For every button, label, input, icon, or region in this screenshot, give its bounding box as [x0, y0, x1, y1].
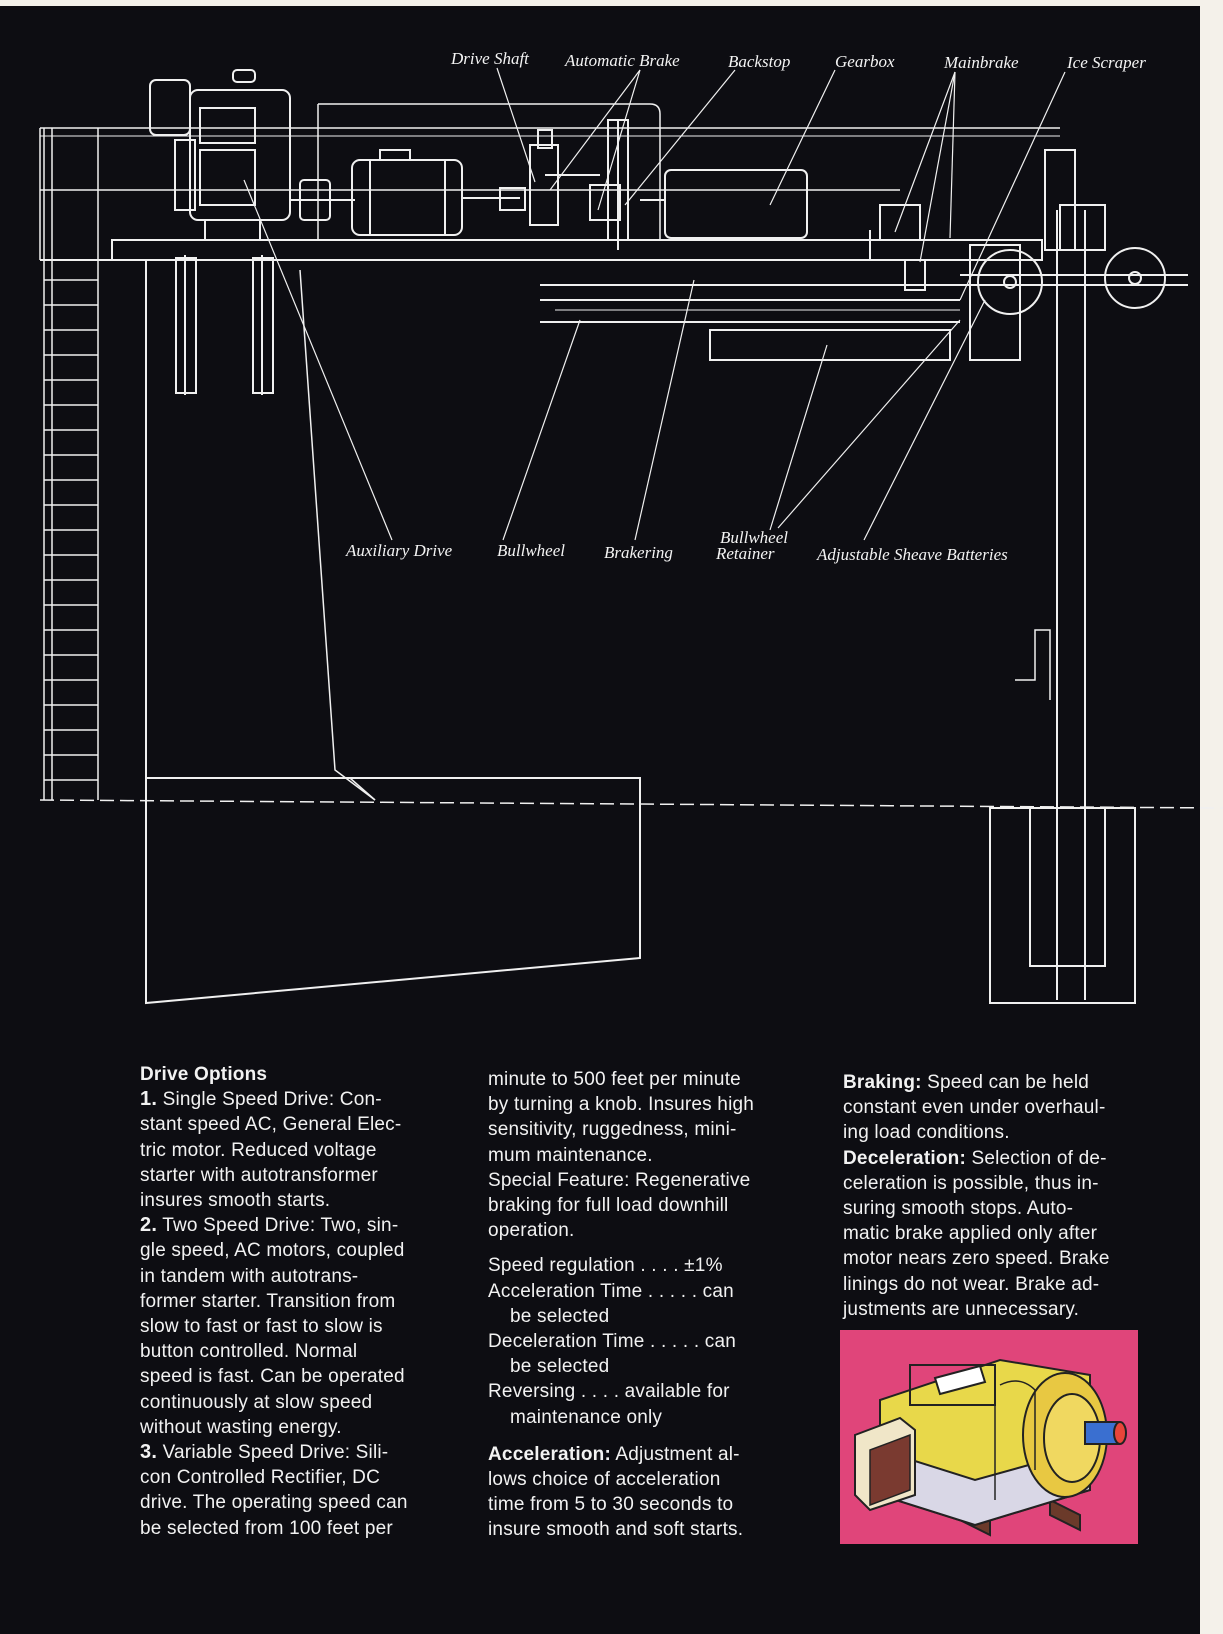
text-line: motor nears zero speed. Brake — [843, 1248, 1110, 1270]
text-line: drive. The operating speed can — [140, 1492, 408, 1514]
label-automatic-brake: Automatic Brake — [564, 51, 680, 70]
automatic-brake — [529, 129, 600, 226]
column-drive-options: Drive Options 1. Single Speed Drive: Con… — [140, 1062, 440, 1541]
text-line: insures smooth starts. — [140, 1190, 331, 1212]
auxiliary-drive-engine — [149, 69, 291, 241]
braking-heading: Braking: — [843, 1072, 922, 1093]
spec-deceleration-time: Deceleration Time . . . . . can — [488, 1331, 737, 1353]
text-line: linings do not wear. Brake ad- — [843, 1273, 1100, 1295]
text-line: gle speed, AC motors, coupled — [140, 1240, 405, 1262]
text-line: suring smooth stops. Auto- — [843, 1198, 1074, 1220]
deceleration-heading: Deceleration: — [843, 1147, 966, 1169]
spec-reversing-cont: maintenance only — [510, 1406, 663, 1428]
text-line: speed is fast. Can be operated — [140, 1366, 405, 1388]
label-backstop: Backstop — [728, 52, 790, 71]
specifications-list: Speed regulation . . . . ±1% Acceleratio… — [488, 1253, 798, 1429]
text-line: slow to fast or fast to slow is — [140, 1316, 383, 1338]
gearbox — [640, 169, 808, 239]
text-line: justments are unnecessary. — [843, 1298, 1080, 1320]
item-number: 1. — [140, 1088, 158, 1111]
motor-illustration — [840, 1330, 1138, 1544]
spec-deceleration-time-cont: be selected — [510, 1356, 610, 1378]
text-line: stant speed AC, General Elec- — [140, 1114, 402, 1136]
text-line: in tandem with autotrans- — [140, 1265, 359, 1287]
lift-drive-diagram: Drive Shaft Automatic Brake Backstop Gea… — [39, 49, 1223, 1005]
drive-options-heading: Drive Options — [140, 1064, 268, 1085]
leader-lines — [243, 67, 1066, 541]
text-line: starter with autotransformer — [140, 1164, 378, 1186]
text-line: insure smooth and soft starts. — [488, 1519, 744, 1541]
label-adjustable-sheave-batteries: Adjustable Sheave Batteries — [816, 545, 1008, 564]
text-line: Speed can be held — [921, 1072, 1090, 1093]
text-line: matic brake applied only after — [843, 1223, 1098, 1245]
text-line: ing load conditions. — [843, 1122, 1010, 1144]
label-bullwheel-retainer-line1: Bullwheel — [720, 528, 788, 547]
ladder — [43, 128, 99, 800]
text-line: Special Feature: Regenerative — [488, 1169, 751, 1191]
braking-paragraph: Braking: Speed can be held constant even… — [843, 1070, 1148, 1146]
text-line: celeration is possible, thus in- — [843, 1172, 1099, 1194]
spec-acceleration-time-cont: be selected — [510, 1305, 610, 1327]
text-line: constant even under overhaul- — [843, 1097, 1106, 1119]
drive-option-1: 1. Single Speed Drive: Con- stant speed … — [140, 1087, 440, 1213]
text-line: Variable Speed Drive: Sili- — [162, 1442, 389, 1464]
text-line: mum maintenance. — [488, 1144, 653, 1166]
label-bullwheel: Bullwheel — [497, 541, 565, 560]
text-line: minute to 500 feet per minute — [488, 1069, 741, 1090]
acceleration-paragraph: Acceleration: Adjustment al- lows choice… — [488, 1442, 798, 1543]
label-auxiliary-drive: Auxiliary Drive — [345, 541, 453, 560]
label-gearbox: Gearbox — [835, 52, 895, 71]
text-line: tric motor. Reduced voltage — [140, 1139, 377, 1161]
label-bullwheel-retainer-line2: Retainer — [715, 544, 775, 563]
text-line: continuously at slow speed — [140, 1391, 373, 1413]
electric-motor — [351, 149, 463, 236]
backstop — [589, 119, 629, 250]
drive-option-3: 3. Variable Speed Drive: Sili- con Contr… — [140, 1440, 440, 1541]
label-mainbrake: Mainbrake — [943, 53, 1019, 72]
spec-speed-regulation: Speed regulation . . . . ±1% — [488, 1255, 723, 1277]
text-line: Selection of de- — [965, 1147, 1107, 1169]
item-number: 3. — [140, 1441, 158, 1464]
label-ice-scraper: Ice Scraper — [1066, 53, 1146, 72]
text-line: operation. — [488, 1220, 575, 1242]
text-line: be selected from 100 feet per — [140, 1517, 393, 1539]
sheave-batteries — [960, 244, 1188, 361]
text-line: Two Speed Drive: Two, sin- — [162, 1215, 399, 1237]
text-line: Single Speed Drive: Con- — [162, 1089, 382, 1111]
text-line: time from 5 to 30 seconds to — [488, 1494, 734, 1516]
acceleration-heading: Acceleration: — [488, 1443, 611, 1465]
spec-acceleration-time: Acceleration Time . . . . . can — [488, 1280, 734, 1302]
bullwheel — [540, 284, 980, 361]
item-number: 2. — [140, 1214, 158, 1237]
text-line: con Controlled Rectifier, DC — [140, 1467, 381, 1489]
mainbrake — [869, 204, 926, 291]
spec-reversing: Reversing . . . . available for — [488, 1381, 730, 1403]
label-brakering: Brakering — [604, 543, 673, 562]
text-line: Adjustment al- — [610, 1443, 740, 1465]
column-variable-speed: minute to 500 feet per minute by turning… — [488, 1067, 798, 1543]
text-line: lows choice of acceleration — [488, 1469, 721, 1491]
column-braking: Braking: Speed can be held constant even… — [843, 1070, 1148, 1322]
text-line: braking for full load downhill — [488, 1195, 729, 1217]
text-line: by turning a knob. Insures high — [488, 1094, 755, 1116]
text-line: former starter. Transition from — [140, 1290, 396, 1312]
deceleration-paragraph: Deceleration: Selection of de- celeratio… — [843, 1146, 1148, 1322]
text-line: sensitivity, ruggedness, mini- — [488, 1119, 737, 1141]
label-drive-shaft: Drive Shaft — [450, 49, 530, 68]
text-line: button controlled. Normal — [140, 1341, 358, 1363]
continued-paragraph: minute to 500 feet per minute by turning… — [488, 1067, 798, 1243]
text-line: without wasting energy. — [140, 1416, 342, 1438]
drive-option-2: 2. Two Speed Drive: Two, sin- gle speed,… — [140, 1213, 440, 1440]
